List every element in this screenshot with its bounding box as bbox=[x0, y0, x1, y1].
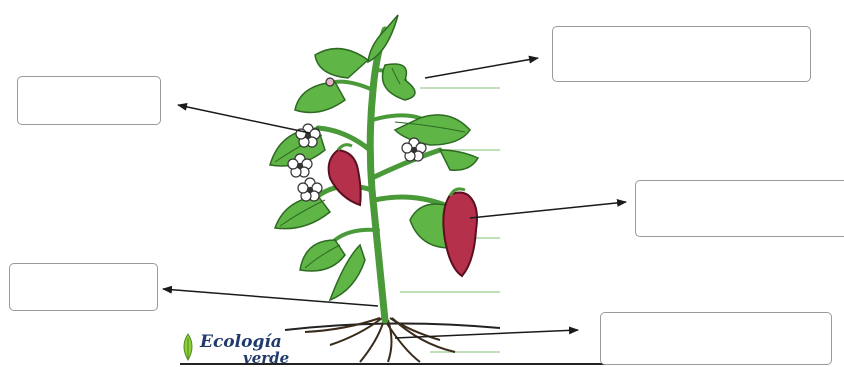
flower bbox=[298, 178, 322, 201]
label-box-flower[interactable] bbox=[17, 76, 161, 125]
label-box-root[interactable] bbox=[600, 312, 832, 365]
leaf bbox=[315, 49, 368, 78]
leaf bbox=[440, 150, 478, 170]
flower-bud bbox=[326, 78, 334, 86]
label-box-fruit[interactable] bbox=[635, 180, 844, 237]
arrow-leaf bbox=[425, 58, 538, 78]
leaf bbox=[295, 82, 345, 112]
arrow-flower bbox=[178, 105, 310, 133]
label-box-stem[interactable] bbox=[9, 263, 158, 311]
leaf bbox=[395, 115, 470, 145]
leaf-logo-icon bbox=[184, 334, 192, 360]
pepper-fruit bbox=[443, 193, 477, 277]
logo-line2: verde bbox=[243, 349, 289, 367]
label-box-leaf[interactable] bbox=[552, 26, 811, 82]
pepper-fruit bbox=[329, 150, 361, 205]
leaf bbox=[368, 15, 398, 62]
arrow-fruit bbox=[470, 202, 626, 218]
ecologia-verde-logo: Ecología verde bbox=[184, 332, 289, 367]
arrow-stem bbox=[163, 289, 378, 306]
